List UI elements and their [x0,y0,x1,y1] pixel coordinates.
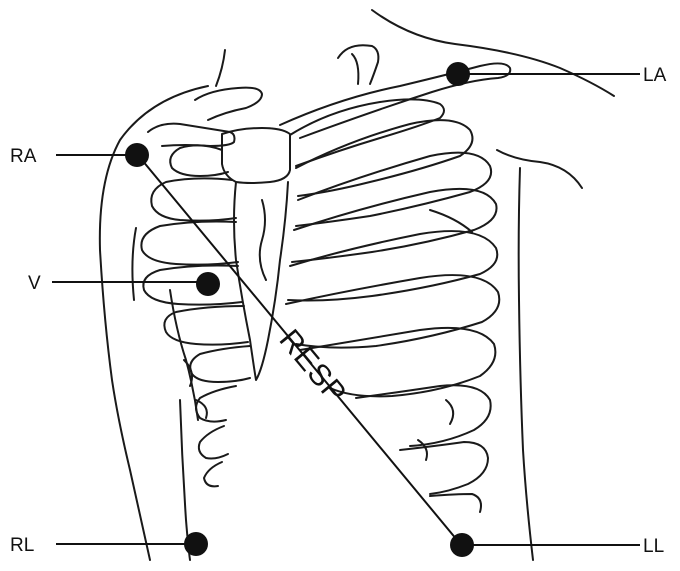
v-electrode [196,272,220,296]
rl-label: RL [10,535,34,556]
sternum-texture [260,200,266,280]
left-flank-contour [519,168,533,560]
left-rib-10 [430,494,481,512]
torso-outline [100,10,614,560]
left-rib-2 [296,120,472,196]
manubrium [222,128,290,183]
ll-label: LL [643,536,664,557]
neck-contour [216,50,225,86]
ra-electrode [125,143,149,167]
right-arm-contour [100,86,208,560]
left-rib-detail-3 [418,440,427,460]
left-ribs [286,99,499,512]
right-rib-8 [199,426,228,459]
left-acromion-inner [352,54,358,84]
left-rib-8 [356,385,491,446]
left-rib-detail-2 [446,400,453,424]
right-rib-2 [151,178,236,220]
v-label: V [28,273,41,294]
left-rib-4 [292,189,497,262]
left-rib-detail-1 [430,210,472,232]
ra-label: RA [10,146,37,167]
right-arm-inner-contour [132,228,136,300]
la-electrode [446,62,470,86]
right-rib-4 [143,266,242,305]
rl-electrode [184,532,208,556]
right-rib-6 [190,346,250,382]
left-rib-5 [288,231,497,300]
left-armpit-contour [497,150,582,188]
la-label: LA [643,65,667,86]
right-rib-9 [204,462,222,486]
resp-label: RESP [273,323,353,410]
ll-electrode [450,533,474,557]
right-rib-1 [170,145,228,176]
right-ribs [141,145,250,486]
right-scapula-top [195,88,262,120]
left-rib-6 [286,275,499,348]
